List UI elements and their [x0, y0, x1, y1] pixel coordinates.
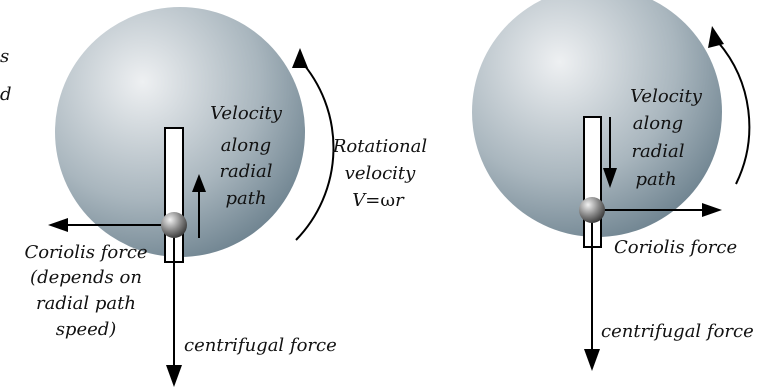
omega-symbol: ω: [380, 190, 395, 211]
rotational-formula-suffix: r: [395, 190, 405, 211]
right-velocity-label-2: along: [633, 113, 683, 134]
left-coriolis-label-3: radial path: [36, 293, 136, 314]
right-velocity-label-4: path: [635, 169, 676, 190]
right-coriolis-arrowhead: [702, 203, 722, 217]
edge-fragment-line1: s: [0, 46, 9, 67]
left-ball: [161, 212, 187, 238]
right-rotation-arc: [718, 42, 749, 184]
left-coriolis-label-2: (depends on: [30, 267, 142, 288]
right-coriolis-label: Coriolis force: [614, 237, 737, 258]
left-centrifugal-label: centrifugal force: [184, 335, 337, 356]
left-rotational-label-2: velocity: [345, 163, 416, 184]
left-velocity-label-1: Velocity: [210, 103, 283, 124]
left-coriolis-label-1: Coriolis force: [24, 242, 147, 263]
right-centrifugal-arrowhead: [584, 349, 600, 371]
right-velocity-label-3: radial: [631, 141, 684, 162]
edge-fragment-line2: d: [0, 84, 12, 105]
right-ball: [579, 197, 605, 223]
left-velocity-label-2: along: [221, 135, 271, 156]
left-rotational-label-1: Rotational: [332, 136, 428, 157]
left-rotational-label-3: V=ωr: [352, 190, 405, 211]
left-velocity-label-3: radial: [219, 161, 272, 182]
left-centrifugal-arrowhead: [166, 365, 182, 387]
rotational-formula-prefix: V=: [352, 190, 380, 211]
right-rotation-arrowhead: [708, 26, 724, 48]
left-velocity-label-4: path: [225, 188, 266, 209]
right-velocity-label-1: Velocity: [630, 86, 703, 107]
left-coriolis-label-4: speed): [56, 319, 117, 340]
right-centrifugal-label: centrifugal force: [601, 321, 754, 342]
right-diagram: Velocity along radial path Coriolis forc…: [472, 0, 754, 371]
left-rotation-arrowhead: [292, 48, 308, 68]
left-diagram: Velocity along radial path Rotational ve…: [24, 7, 427, 387]
left-coriolis-arrowhead: [48, 218, 68, 232]
